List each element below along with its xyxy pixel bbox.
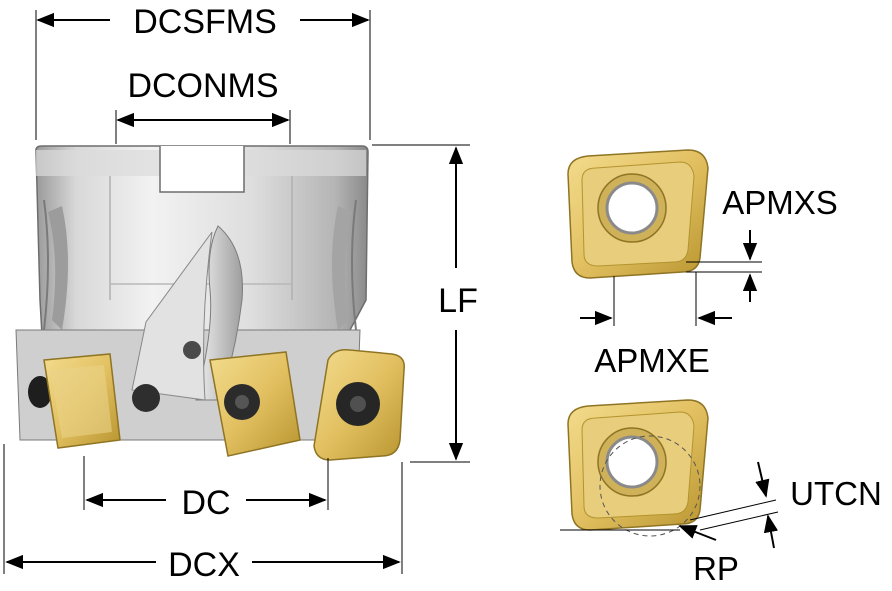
utcn-arrow-down — [755, 461, 770, 498]
insert-detail-bottom — [560, 399, 779, 549]
keyway-slot — [159, 146, 245, 193]
coolant-hole-center — [132, 384, 160, 412]
label-apmxs: APMXS — [722, 184, 838, 221]
utcn-arrow-up — [763, 514, 779, 549]
insert-hole-top — [605, 181, 659, 235]
label-rp: RP — [693, 550, 739, 587]
label-dcsfms: DCSFMS — [133, 3, 277, 41]
insert-hole-bottom — [605, 435, 659, 489]
insert-detail-top — [567, 149, 762, 326]
dimension-labels: DCSFMS DCONMS LF DC DCX APMXS APMXE UTCN… — [127, 3, 881, 587]
rp-leader — [678, 525, 717, 541]
label-lf: LF — [438, 282, 478, 320]
corner-radius-circle — [599, 435, 701, 537]
label-dc: DC — [181, 484, 230, 522]
label-utcn: UTCN — [790, 475, 882, 512]
cutter-inserts — [43, 348, 405, 461]
label-dcx: DCX — [168, 546, 240, 584]
label-dconms: DCONMS — [127, 67, 278, 105]
dimension-lines — [3, 10, 470, 574]
coolant-hole-left — [28, 376, 52, 408]
label-apmxe: APMXE — [594, 342, 710, 379]
